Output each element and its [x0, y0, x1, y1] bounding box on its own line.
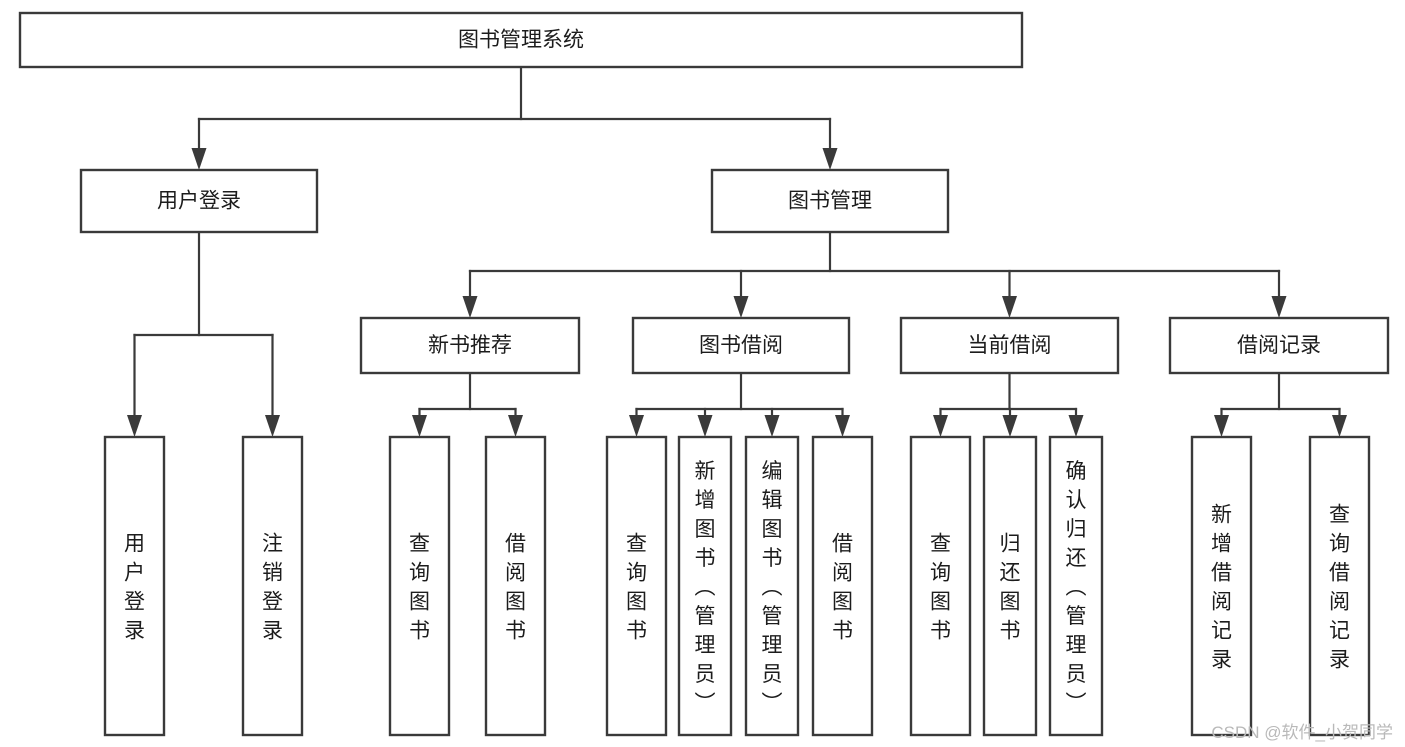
node-label-bb-add-book-admin: 新增图书︵管理员︶	[695, 460, 716, 715]
node-label-root: 图书管理系统	[458, 29, 584, 52]
node-box-new-book-recommend[interactable]	[359, 316, 581, 375]
node-bb-add-book-admin[interactable]: 新增图书︵管理员︶	[677, 435, 733, 737]
node-label-user-login-leaf: 用户登录	[124, 533, 145, 643]
node-label-bb-borrow-book: 借阅图书	[832, 533, 853, 643]
node-br-query-record[interactable]: 查询借阅记录	[1308, 435, 1371, 737]
arrow-head-mid-2-2	[1068, 415, 1084, 437]
arrow-head-root-1	[822, 148, 838, 170]
node-bb-borrow-book[interactable]: 借阅图书	[811, 435, 874, 737]
arrow-head-book-mgmt-1	[733, 296, 749, 318]
node-label-user-logout-leaf: 注销登录	[262, 533, 283, 643]
node-box-bb-borrow-book[interactable]	[811, 435, 874, 737]
node-box-root[interactable]	[18, 11, 1024, 69]
node-user-logout-leaf[interactable]: 注销登录	[241, 435, 304, 737]
node-label-bb-query-book: 查询图书	[626, 533, 647, 643]
arrow-head-mid-3-0	[1214, 415, 1229, 437]
arrow-head-mid-0-1	[508, 415, 523, 437]
arrow-head-book-mgmt-0	[462, 296, 478, 318]
arrow-head-book-mgmt-2	[1002, 296, 1017, 318]
node-book-borrow[interactable]: 图书借阅	[631, 316, 851, 375]
node-box-cb-confirm-return-admin[interactable]	[1048, 435, 1104, 737]
node-label-borrow-record: 借阅记录	[1237, 334, 1321, 357]
arrow-head-mid-0-0	[412, 415, 427, 437]
node-nbr-borrow-book[interactable]: 借阅图书	[484, 435, 547, 737]
node-label-cb-query-book: 查询图书	[930, 533, 951, 643]
node-nbr-query-book[interactable]: 查询图书	[388, 435, 451, 737]
node-label-book-borrow: 图书借阅	[699, 334, 783, 357]
node-label-cb-return-book: 归还图书	[1000, 533, 1021, 643]
node-user-login[interactable]: 用户登录	[79, 168, 319, 234]
arrow-head-mid-1-0	[629, 415, 644, 437]
node-box-user-logout-leaf[interactable]	[241, 435, 304, 737]
node-label-cb-confirm-return-admin: 确认归还︵管理员︶	[1066, 460, 1087, 715]
node-box-book-borrow[interactable]	[631, 316, 851, 375]
node-current-borrow[interactable]: 当前借阅	[899, 316, 1120, 375]
node-cb-confirm-return-admin[interactable]: 确认归还︵管理员︶	[1048, 435, 1104, 737]
node-label-br-add-record: 新增借阅记录	[1211, 504, 1232, 672]
node-new-book-recommend[interactable]: 新书推荐	[359, 316, 581, 375]
watermark-text: CSDN @软件_小贺同学	[1211, 723, 1393, 742]
node-label-nbr-query-book: 查询图书	[409, 533, 430, 643]
node-label-current-borrow: 当前借阅	[968, 334, 1052, 357]
node-borrow-record[interactable]: 借阅记录	[1168, 316, 1390, 375]
node-box-bb-query-book[interactable]	[605, 435, 668, 737]
node-br-add-record[interactable]: 新增借阅记录	[1190, 435, 1253, 737]
node-box-book-management[interactable]	[710, 168, 950, 234]
node-root[interactable]: 图书管理系统	[18, 11, 1024, 69]
node-label-new-book-recommend: 新书推荐	[428, 334, 512, 357]
arrow-head-user-login-0	[127, 415, 142, 437]
arrow-head-mid-3-1	[1332, 415, 1347, 437]
node-cb-query-book[interactable]: 查询图书	[909, 435, 972, 737]
node-box-cb-query-book[interactable]	[909, 435, 972, 737]
node-bb-query-book[interactable]: 查询图书	[605, 435, 668, 737]
node-box-current-borrow[interactable]	[899, 316, 1120, 375]
arrow-head-mid-2-1	[1002, 415, 1018, 437]
node-bb-edit-book-admin[interactable]: 编辑图书︵管理员︶	[744, 435, 800, 737]
arrow-head-book-mgmt-3	[1271, 296, 1287, 318]
node-box-cb-return-book[interactable]	[982, 435, 1038, 737]
node-label-user-login: 用户登录	[157, 190, 241, 213]
node-box-br-add-record[interactable]	[1190, 435, 1253, 737]
node-box-br-query-record[interactable]	[1308, 435, 1371, 737]
node-box-nbr-query-book[interactable]	[388, 435, 451, 737]
arrow-head-mid-2-0	[933, 415, 948, 437]
node-box-bb-edit-book-admin[interactable]	[744, 435, 800, 737]
arrow-head-user-login-1	[265, 415, 280, 437]
node-label-book-management: 图书管理	[788, 190, 872, 213]
nodes-layer: 图书管理系统用户登录用户登录注销登录图书管理新书推荐查询图书借阅图书图书借阅查询…	[18, 11, 1390, 737]
node-box-bb-add-book-admin[interactable]	[677, 435, 733, 737]
node-label-bb-edit-book-admin: 编辑图书︵管理员︶	[762, 460, 783, 715]
node-box-borrow-record[interactable]	[1168, 316, 1390, 375]
node-box-user-login-leaf[interactable]	[103, 435, 166, 737]
node-label-br-query-record: 查询借阅记录	[1329, 504, 1350, 672]
node-label-nbr-borrow-book: 借阅图书	[505, 533, 526, 643]
arrow-head-root-0	[191, 148, 207, 170]
arrow-head-mid-1-3	[835, 415, 850, 437]
node-cb-return-book[interactable]: 归还图书	[982, 435, 1038, 737]
node-box-nbr-borrow-book[interactable]	[484, 435, 547, 737]
node-book-management[interactable]: 图书管理	[710, 168, 950, 234]
connectors-layer	[127, 65, 1347, 437]
arrow-head-mid-1-2	[764, 415, 780, 437]
node-box-user-login[interactable]	[79, 168, 319, 234]
arrow-head-mid-1-1	[697, 415, 713, 437]
node-user-login-leaf[interactable]: 用户登录	[103, 435, 166, 737]
